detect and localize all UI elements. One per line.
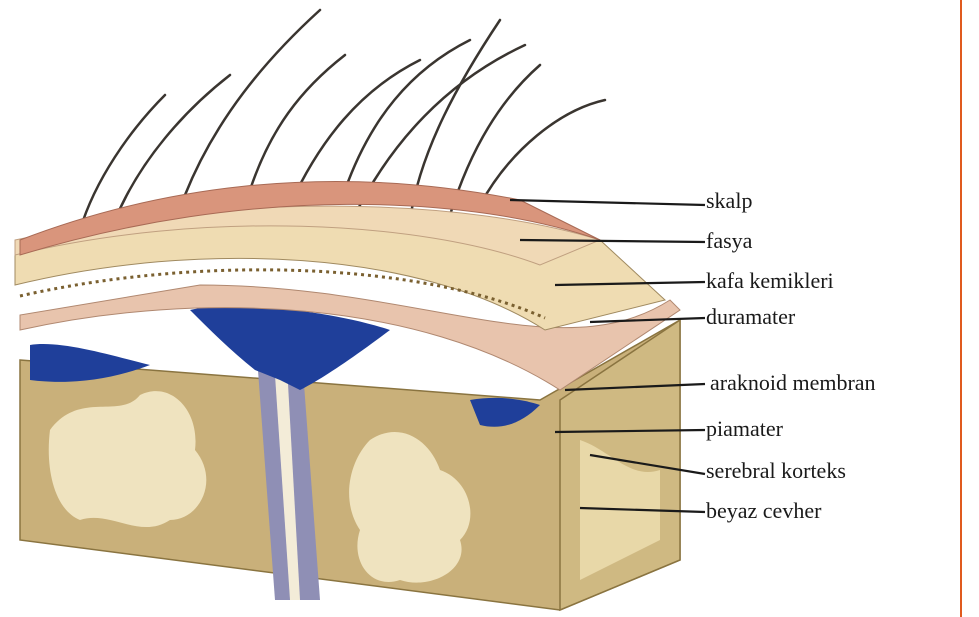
label-skalp: skalp — [706, 190, 752, 212]
label-duramater: duramater — [706, 306, 795, 328]
label-kafa-kemikleri: kafa kemikleri — [706, 270, 834, 292]
label-fasya: fasya — [706, 230, 752, 252]
label-serebral-korteks: serebral korteks — [706, 460, 846, 482]
label-beyaz-cevher: beyaz cevher — [706, 500, 821, 522]
label-piamater: piamater — [706, 418, 783, 440]
label-araknoid-membran: araknoid membran — [710, 372, 876, 394]
